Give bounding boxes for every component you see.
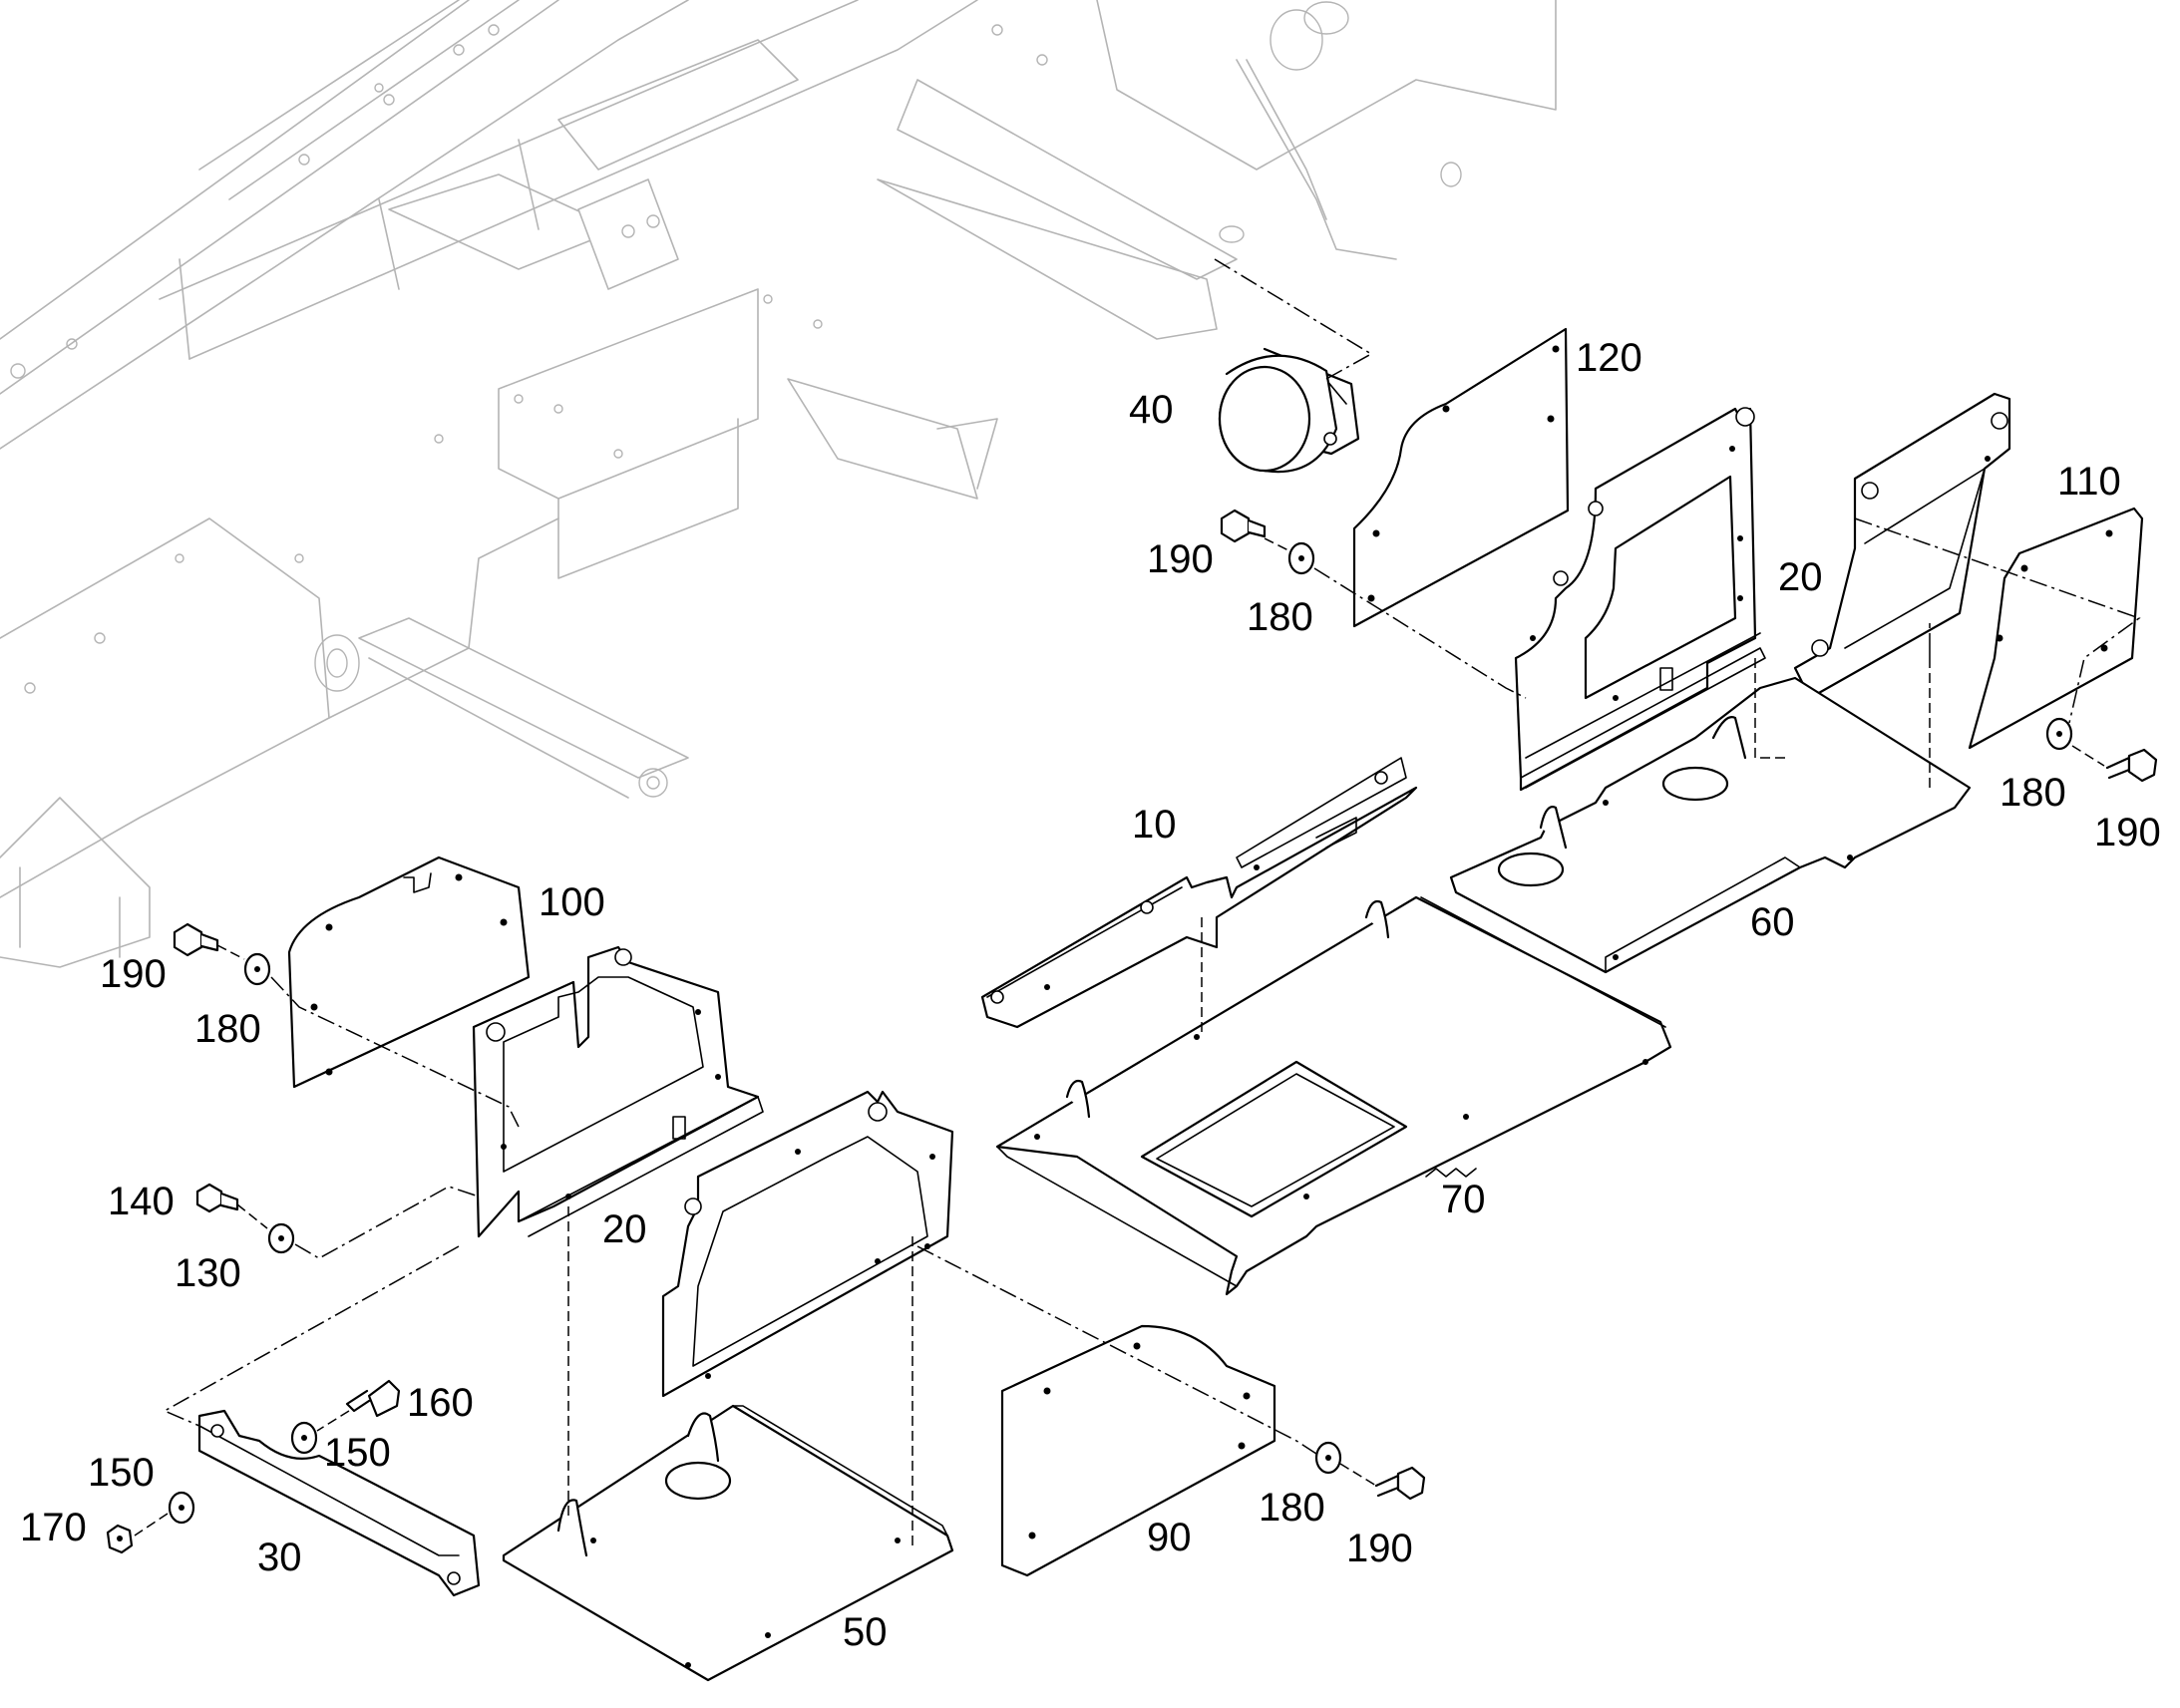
part-110-plate — [1968, 507, 2144, 750]
callout-60: 60 — [1750, 900, 1795, 944]
part-30-bracket — [197, 1409, 481, 1597]
machine-frame — [0, 0, 1557, 968]
part-20-bracket-left — [472, 945, 764, 1238]
callout-180-right: 180 — [1999, 771, 2066, 815]
callout-140: 140 — [108, 1180, 175, 1223]
callout-110: 110 — [2057, 460, 2121, 504]
part-20-bracket-right — [1514, 407, 1766, 792]
callout-190-upper: 190 — [1147, 537, 1214, 581]
callout-180-left: 180 — [194, 1007, 261, 1051]
callout-150-right: 150 — [324, 1431, 391, 1475]
callout-90: 90 — [1147, 1516, 1192, 1559]
callout-180-upper: 180 — [1247, 595, 1313, 639]
callout-180-lower: 180 — [1259, 1486, 1325, 1530]
part-90-plate — [1000, 1324, 1276, 1577]
callout-160: 160 — [407, 1381, 474, 1425]
part-60-floor-plate — [1449, 676, 1972, 974]
fasteners — [106, 509, 2158, 1554]
part-70-floor-plate — [995, 895, 1672, 1296]
part-120-plate — [1352, 327, 1570, 628]
callout-190-lower: 190 — [1346, 1527, 1413, 1570]
callout-labels: 10 20 20 30 40 50 60 70 90 100 110 120 1… — [20, 336, 2161, 1654]
callout-120: 120 — [1576, 336, 1642, 380]
callout-130: 130 — [175, 1251, 241, 1295]
part-10-rail — [980, 757, 1418, 1029]
callout-20-right: 20 — [1778, 555, 1823, 599]
callout-20-left: 20 — [602, 1207, 647, 1251]
part-100-plate — [287, 855, 531, 1089]
leader-lines — [134, 258, 2141, 1550]
callout-190-right: 190 — [2094, 811, 2161, 854]
part-50-floor-plate — [502, 1404, 954, 1682]
part-20-bracket-center — [661, 1090, 954, 1398]
callout-50: 50 — [843, 1610, 888, 1654]
callout-10: 10 — [1132, 803, 1177, 847]
callout-70: 70 — [1441, 1178, 1486, 1221]
frame-holes — [10, 24, 1048, 694]
callout-40: 40 — [1129, 388, 1174, 432]
callout-150-left: 150 — [88, 1451, 155, 1495]
callout-100: 100 — [539, 880, 605, 924]
part-40-housing — [1218, 347, 1360, 474]
callout-190-left: 190 — [100, 952, 167, 996]
callout-30: 30 — [257, 1536, 302, 1579]
callout-170: 170 — [20, 1506, 87, 1549]
part-20-bracket-far-right — [1793, 392, 2011, 700]
